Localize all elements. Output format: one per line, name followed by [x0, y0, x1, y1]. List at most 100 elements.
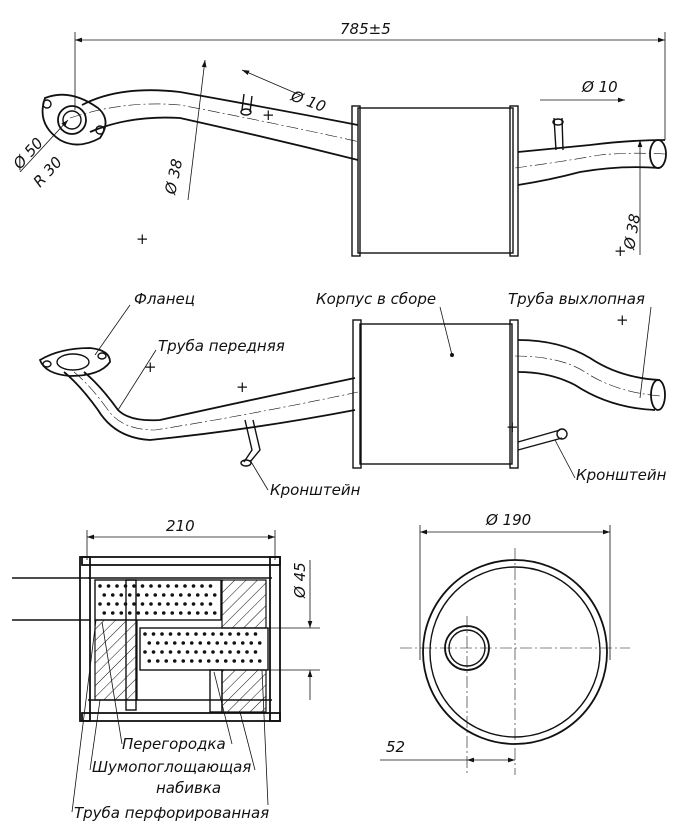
perforation-hole — [155, 641, 160, 645]
perforation-hole — [185, 650, 190, 654]
perforation-hole — [189, 641, 194, 645]
perforation-hole — [240, 659, 245, 663]
outlet-pipe-top — [514, 139, 667, 186]
perforation-hole — [198, 641, 203, 645]
perforation-hole — [164, 641, 169, 645]
perforation-hole — [123, 584, 128, 588]
perforation-hole — [202, 632, 207, 636]
overall-length-text: 785±5 — [340, 20, 391, 38]
perforation-hole — [191, 584, 196, 588]
perforation-hole — [183, 602, 187, 606]
perforation-hole — [98, 584, 102, 588]
perforation-hole — [153, 611, 158, 615]
perforation-hole — [149, 584, 153, 588]
perforation-hole — [202, 650, 207, 654]
body-side — [352, 319, 519, 469]
label-bracket-right: Кронштейн — [576, 466, 667, 484]
side-view: Фланец Труба передняя Корпус в сборе Тру… — [38, 290, 667, 499]
perforation-hole — [174, 584, 179, 588]
perforation-hole — [211, 650, 215, 654]
label-perforated-pipe: Труба перфорированная — [74, 804, 269, 822]
perforation-hole — [174, 602, 179, 606]
svg-text:+: + — [144, 358, 157, 376]
perforation-hole — [170, 593, 175, 597]
perforation-hole — [194, 632, 198, 636]
front-pipe-side — [63, 371, 359, 441]
perforation-hole — [253, 632, 258, 636]
perforation-hole — [119, 593, 124, 597]
label-partition: Перегородка — [122, 735, 226, 753]
perforation-hole — [232, 641, 237, 645]
perforation-hole — [151, 632, 156, 636]
perforation-hole — [177, 650, 181, 654]
perforation-hole — [208, 602, 213, 606]
perforation-hole — [187, 593, 192, 597]
perforation-hole — [198, 659, 203, 663]
perforation-hole — [183, 584, 187, 588]
perforation-holes-lower — [143, 632, 262, 663]
perforation-hole — [166, 584, 170, 588]
svg-text:+: + — [616, 311, 629, 329]
perforation-hole — [106, 602, 111, 606]
perforation-holes-upper — [98, 584, 217, 615]
front-pipe-diameter-text: Ø 38 — [161, 157, 186, 197]
perforation-hole — [172, 659, 177, 663]
perforation-hole — [249, 659, 254, 663]
perforation-hole — [187, 611, 192, 615]
perforation-hole — [215, 659, 220, 663]
outlet-pipe-side — [514, 339, 666, 411]
bracket-rear-diameter-text: Ø 10 — [581, 78, 618, 96]
perforation-hole — [172, 641, 177, 645]
bracket-front-top — [240, 93, 253, 116]
perforation-hole — [161, 611, 166, 615]
body-top — [351, 105, 519, 257]
perforation-hole — [147, 659, 152, 663]
perforation-hole — [155, 659, 160, 663]
perforation-hole — [140, 602, 145, 606]
perforation-hole — [98, 602, 102, 606]
perforation-hole — [170, 611, 175, 615]
perforation-hole — [204, 593, 209, 597]
perforation-hole — [147, 641, 152, 645]
perforation-hole — [208, 584, 213, 588]
section-view: 210 Ø 45 Перегородка Шумоп — [12, 517, 320, 822]
perforation-hole — [185, 632, 190, 636]
perforation-hole — [245, 650, 249, 654]
perforation-hole — [257, 659, 262, 663]
perforation-hole — [161, 593, 166, 597]
perforation-hole — [236, 650, 241, 654]
perforation-hole — [136, 611, 141, 615]
perforation-hole — [206, 659, 211, 663]
bracket-rear-top — [552, 117, 564, 151]
perforation-hole — [223, 641, 228, 645]
perforation-hole — [127, 611, 132, 615]
perforation-hole — [178, 611, 183, 615]
front-pipe-top — [69, 89, 361, 161]
perforation-hole — [177, 632, 181, 636]
flange-side — [38, 347, 111, 377]
svg-text:+: + — [614, 242, 627, 260]
perforation-hole — [140, 584, 145, 588]
perforation-hole — [236, 632, 241, 636]
perforation-hole — [181, 641, 186, 645]
perforation-hole — [223, 659, 228, 663]
label-absorbing-fill-2: набивка — [156, 779, 221, 797]
label-bracket-left: Кронштейн — [270, 481, 361, 499]
perforation-hole — [211, 632, 215, 636]
perforation-hole — [166, 602, 170, 606]
perforation-hole — [160, 650, 164, 654]
perforation-hole — [168, 632, 173, 636]
bracket-front-diameter-text: Ø 10 — [288, 87, 329, 116]
perforation-hole — [206, 641, 211, 645]
perforation-hole — [102, 611, 107, 615]
pipe-offset-text: 52 — [386, 738, 405, 756]
svg-text:+: + — [262, 106, 275, 124]
perforation-hole — [195, 611, 200, 615]
perforation-hole — [153, 593, 158, 597]
label-absorbing-fill-1: Шумопоглощающая — [92, 758, 251, 776]
perforation-hole — [228, 632, 232, 636]
bracket-front-side — [240, 419, 261, 467]
bracket-rear-side — [517, 428, 568, 451]
perforation-hole — [143, 650, 147, 654]
perforation-hole — [168, 650, 173, 654]
